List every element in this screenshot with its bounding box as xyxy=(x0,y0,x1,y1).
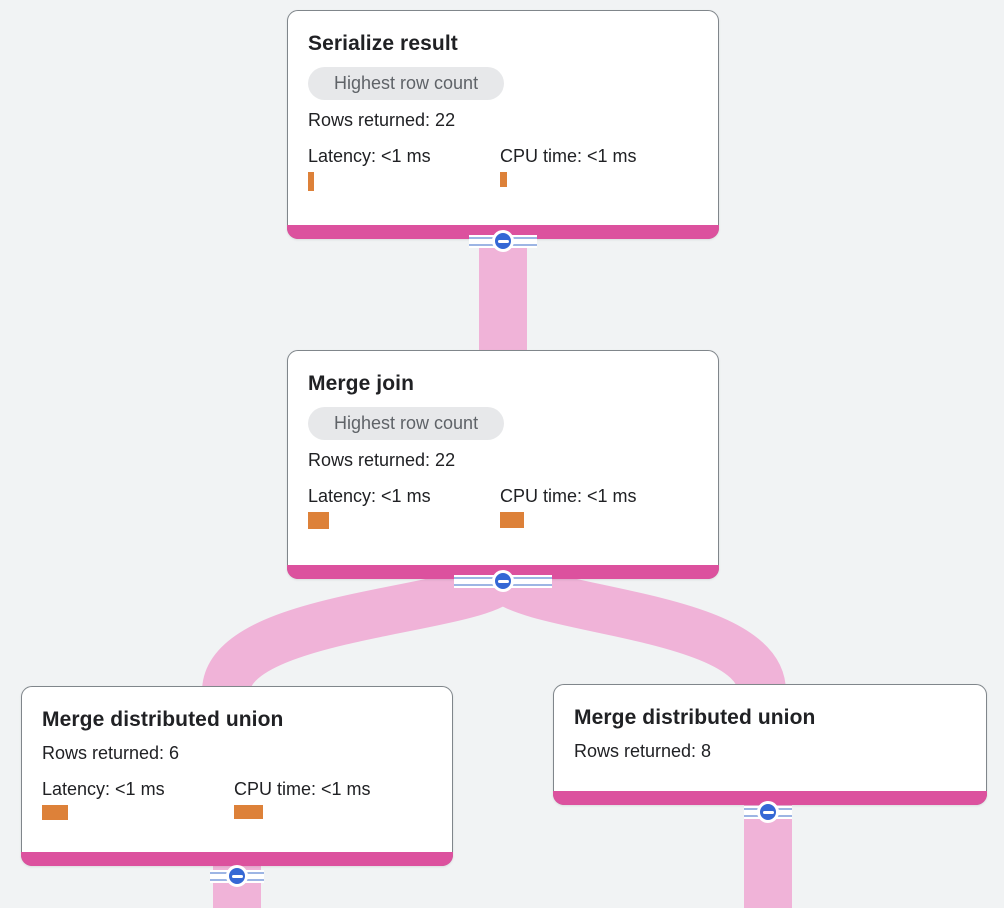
collapse-handle-serialize-result[interactable] xyxy=(469,227,537,255)
edge-mergejoin-to-right-union xyxy=(485,558,786,696)
latency-bar xyxy=(308,512,329,529)
latency-label: Latency: <1 ms xyxy=(308,146,431,166)
collapse-handle-right-union[interactable] xyxy=(744,798,792,826)
node-accent-bar xyxy=(21,852,453,866)
node-title: Merge join xyxy=(308,372,415,395)
cpu-time-metric: CPU time: <1 ms xyxy=(500,145,692,194)
latency-label: Latency: <1 ms xyxy=(308,486,431,506)
cpu-time-bar xyxy=(234,805,263,819)
rows-returned-text: Rows returned: 22 xyxy=(308,110,456,130)
cpu-time-metric: CPU time: <1 ms xyxy=(234,778,426,827)
minus-icon xyxy=(497,239,509,243)
latency-metric: Latency: <1 ms xyxy=(42,778,234,827)
cpu-time-bar xyxy=(500,172,507,187)
metrics-row: Latency: <1 ms CPU time: <1 ms xyxy=(42,778,432,827)
minus-icon xyxy=(497,579,509,583)
collapse-button[interactable] xyxy=(492,570,514,592)
latency-metric: Latency: <1 ms xyxy=(308,145,500,194)
plan-node-merge-distributed-union-left[interactable]: Merge distributed union Rows returned: 6… xyxy=(21,686,453,866)
cpu-time-label: CPU time: <1 ms xyxy=(234,779,371,799)
cpu-time-label: CPU time: <1 ms xyxy=(500,486,637,506)
cpu-time-bar xyxy=(500,512,524,528)
collapse-button[interactable] xyxy=(492,230,514,252)
rows-returned-text: Rows returned: 8 xyxy=(574,741,712,761)
cpu-time-metric: CPU time: <1 ms xyxy=(500,485,692,534)
collapse-handle-left-union[interactable] xyxy=(210,862,264,890)
highest-row-count-badge: Highest row count xyxy=(308,67,505,100)
highest-row-count-badge: Highest row count xyxy=(308,407,505,440)
metrics-row: Latency: <1 ms CPU time: <1 ms xyxy=(308,485,698,534)
plan-node-merge-join[interactable]: Merge join Highest row count Rows return… xyxy=(287,350,719,579)
plan-node-serialize-result[interactable]: Serialize result Highest row count Rows … xyxy=(287,10,719,239)
latency-bar xyxy=(42,805,68,820)
collapse-handle-merge-join[interactable] xyxy=(454,567,552,595)
latency-bar xyxy=(308,172,314,191)
minus-icon xyxy=(762,810,774,814)
plan-node-merge-distributed-union-right[interactable]: Merge distributed union Rows returned: 8 xyxy=(553,684,987,805)
rows-returned-text: Rows returned: 22 xyxy=(308,450,456,470)
node-title: Merge distributed union xyxy=(42,708,284,731)
collapse-button[interactable] xyxy=(226,865,248,887)
collapse-button[interactable] xyxy=(757,801,779,823)
node-title: Merge distributed union xyxy=(574,706,816,729)
rows-returned-text: Rows returned: 6 xyxy=(42,743,180,763)
node-title: Serialize result xyxy=(308,32,458,55)
minus-icon xyxy=(231,874,243,878)
latency-metric: Latency: <1 ms xyxy=(308,485,500,534)
latency-label: Latency: <1 ms xyxy=(42,779,165,799)
cpu-time-label: CPU time: <1 ms xyxy=(500,146,637,166)
edge-mergejoin-to-left-union xyxy=(202,558,521,696)
metrics-row: Latency: <1 ms CPU time: <1 ms xyxy=(308,145,698,194)
node-accent-bar xyxy=(553,791,987,805)
